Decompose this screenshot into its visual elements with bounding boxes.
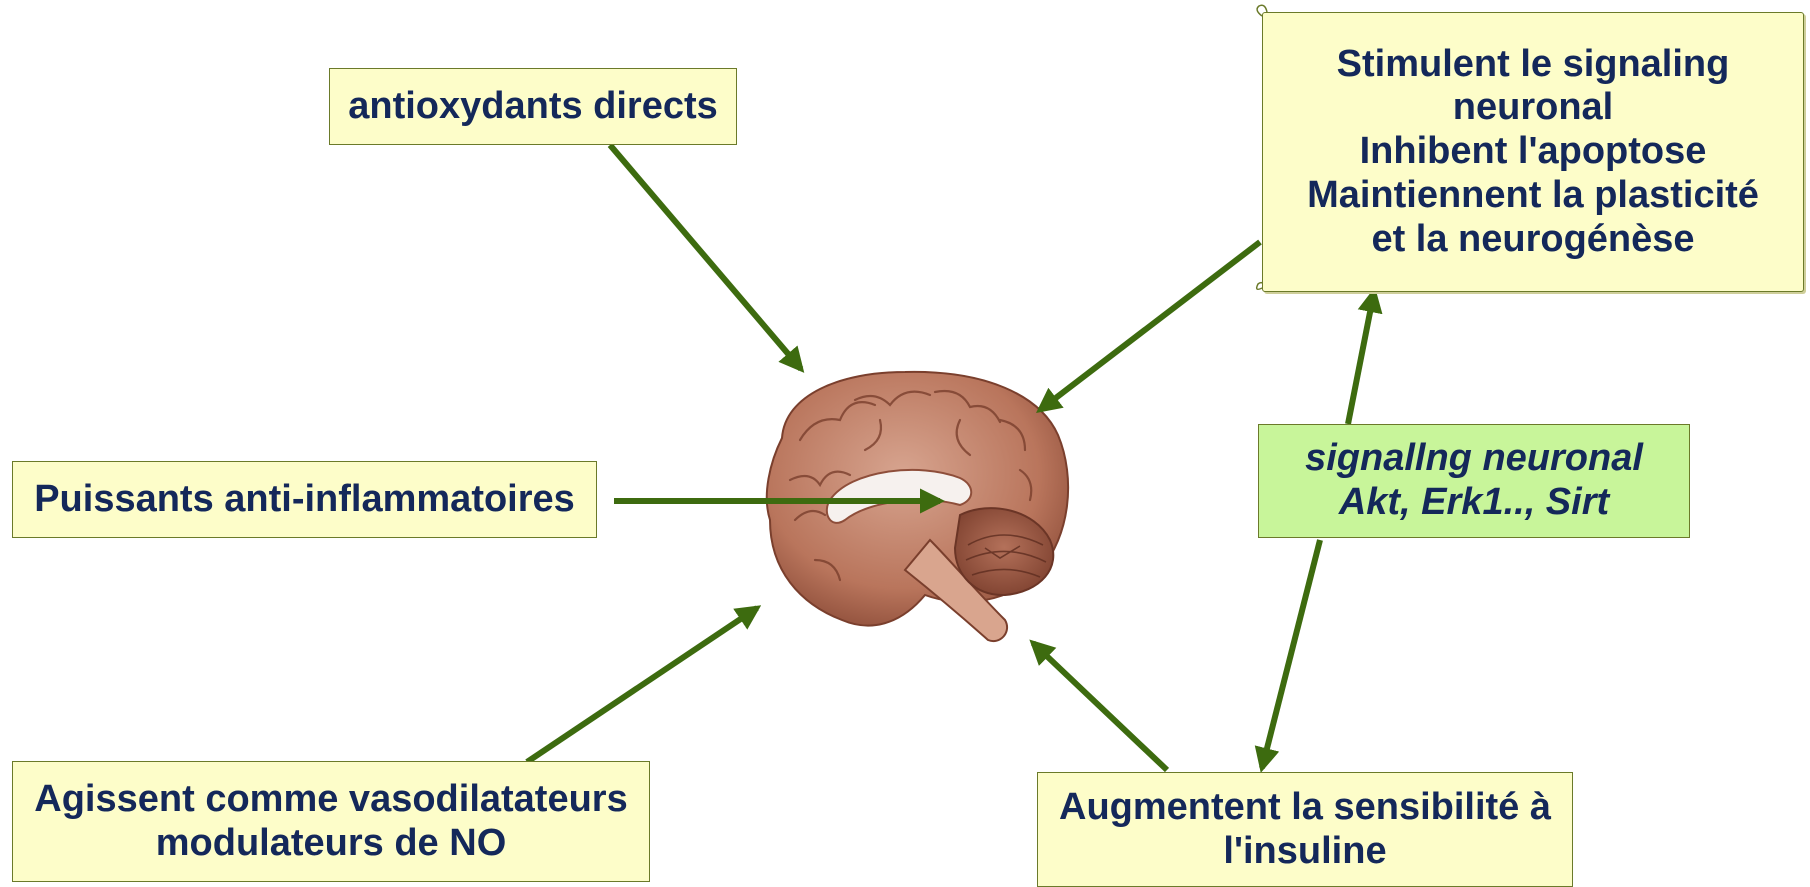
- node-anti-inflammatory-line-1: Puissants anti-inflammatoires: [34, 478, 575, 522]
- node-neuronal-effects-line-5: et la neurogénèse: [1371, 218, 1694, 262]
- node-neuronal-effects-line-2: neuronal: [1453, 86, 1613, 130]
- brain-image: [767, 372, 1068, 641]
- arrow-signalling-to-neuronal-effects: [1348, 292, 1374, 424]
- arrow-neuronal-effects-to-brain: [1040, 242, 1260, 410]
- node-neuronal-effects-line-4: Maintiennent la plasticité: [1307, 174, 1759, 218]
- node-neuronal-effects-line-3: Inhibent l'apoptose: [1360, 130, 1707, 174]
- node-antioxidants-line-1: antioxydants directs: [348, 85, 718, 129]
- node-antioxidants: antioxydants directs: [329, 68, 737, 145]
- node-insulin-line-1: Augmentent la sensibilité à: [1059, 786, 1551, 830]
- node-insulin-sensitivity: Augmentent la sensibilité à l'insuline: [1037, 772, 1573, 887]
- node-vasodilators-line-1: Agissent comme vasodilatateurs: [34, 778, 627, 822]
- arrow-signalling-to-insulin: [1262, 540, 1320, 768]
- node-neuronal-signalling: signallng neuronal Akt, Erk1.., Sirt: [1258, 424, 1690, 538]
- node-vasodilators: Agissent comme vasodilatateurs modulateu…: [12, 761, 650, 882]
- node-vasodilators-line-2: modulateurs de NO: [156, 822, 507, 866]
- node-signalling-line-2: Akt, Erk1.., Sirt: [1339, 481, 1609, 525]
- arrow-insulin-to-brain: [1033, 643, 1167, 770]
- arrow-vasodilators-to-brain: [527, 608, 757, 762]
- node-neuronal-effects: Stimulent le signaling neuronal Inhibent…: [1262, 12, 1804, 292]
- node-neuronal-effects-line-1: Stimulent le signaling: [1337, 43, 1730, 87]
- node-anti-inflammatory: Puissants anti-inflammatoires: [12, 461, 597, 538]
- node-signalling-line-1: signallng neuronal: [1305, 437, 1643, 481]
- arrow-antioxidants-to-brain: [610, 145, 801, 369]
- node-insulin-line-2: l'insuline: [1223, 830, 1386, 874]
